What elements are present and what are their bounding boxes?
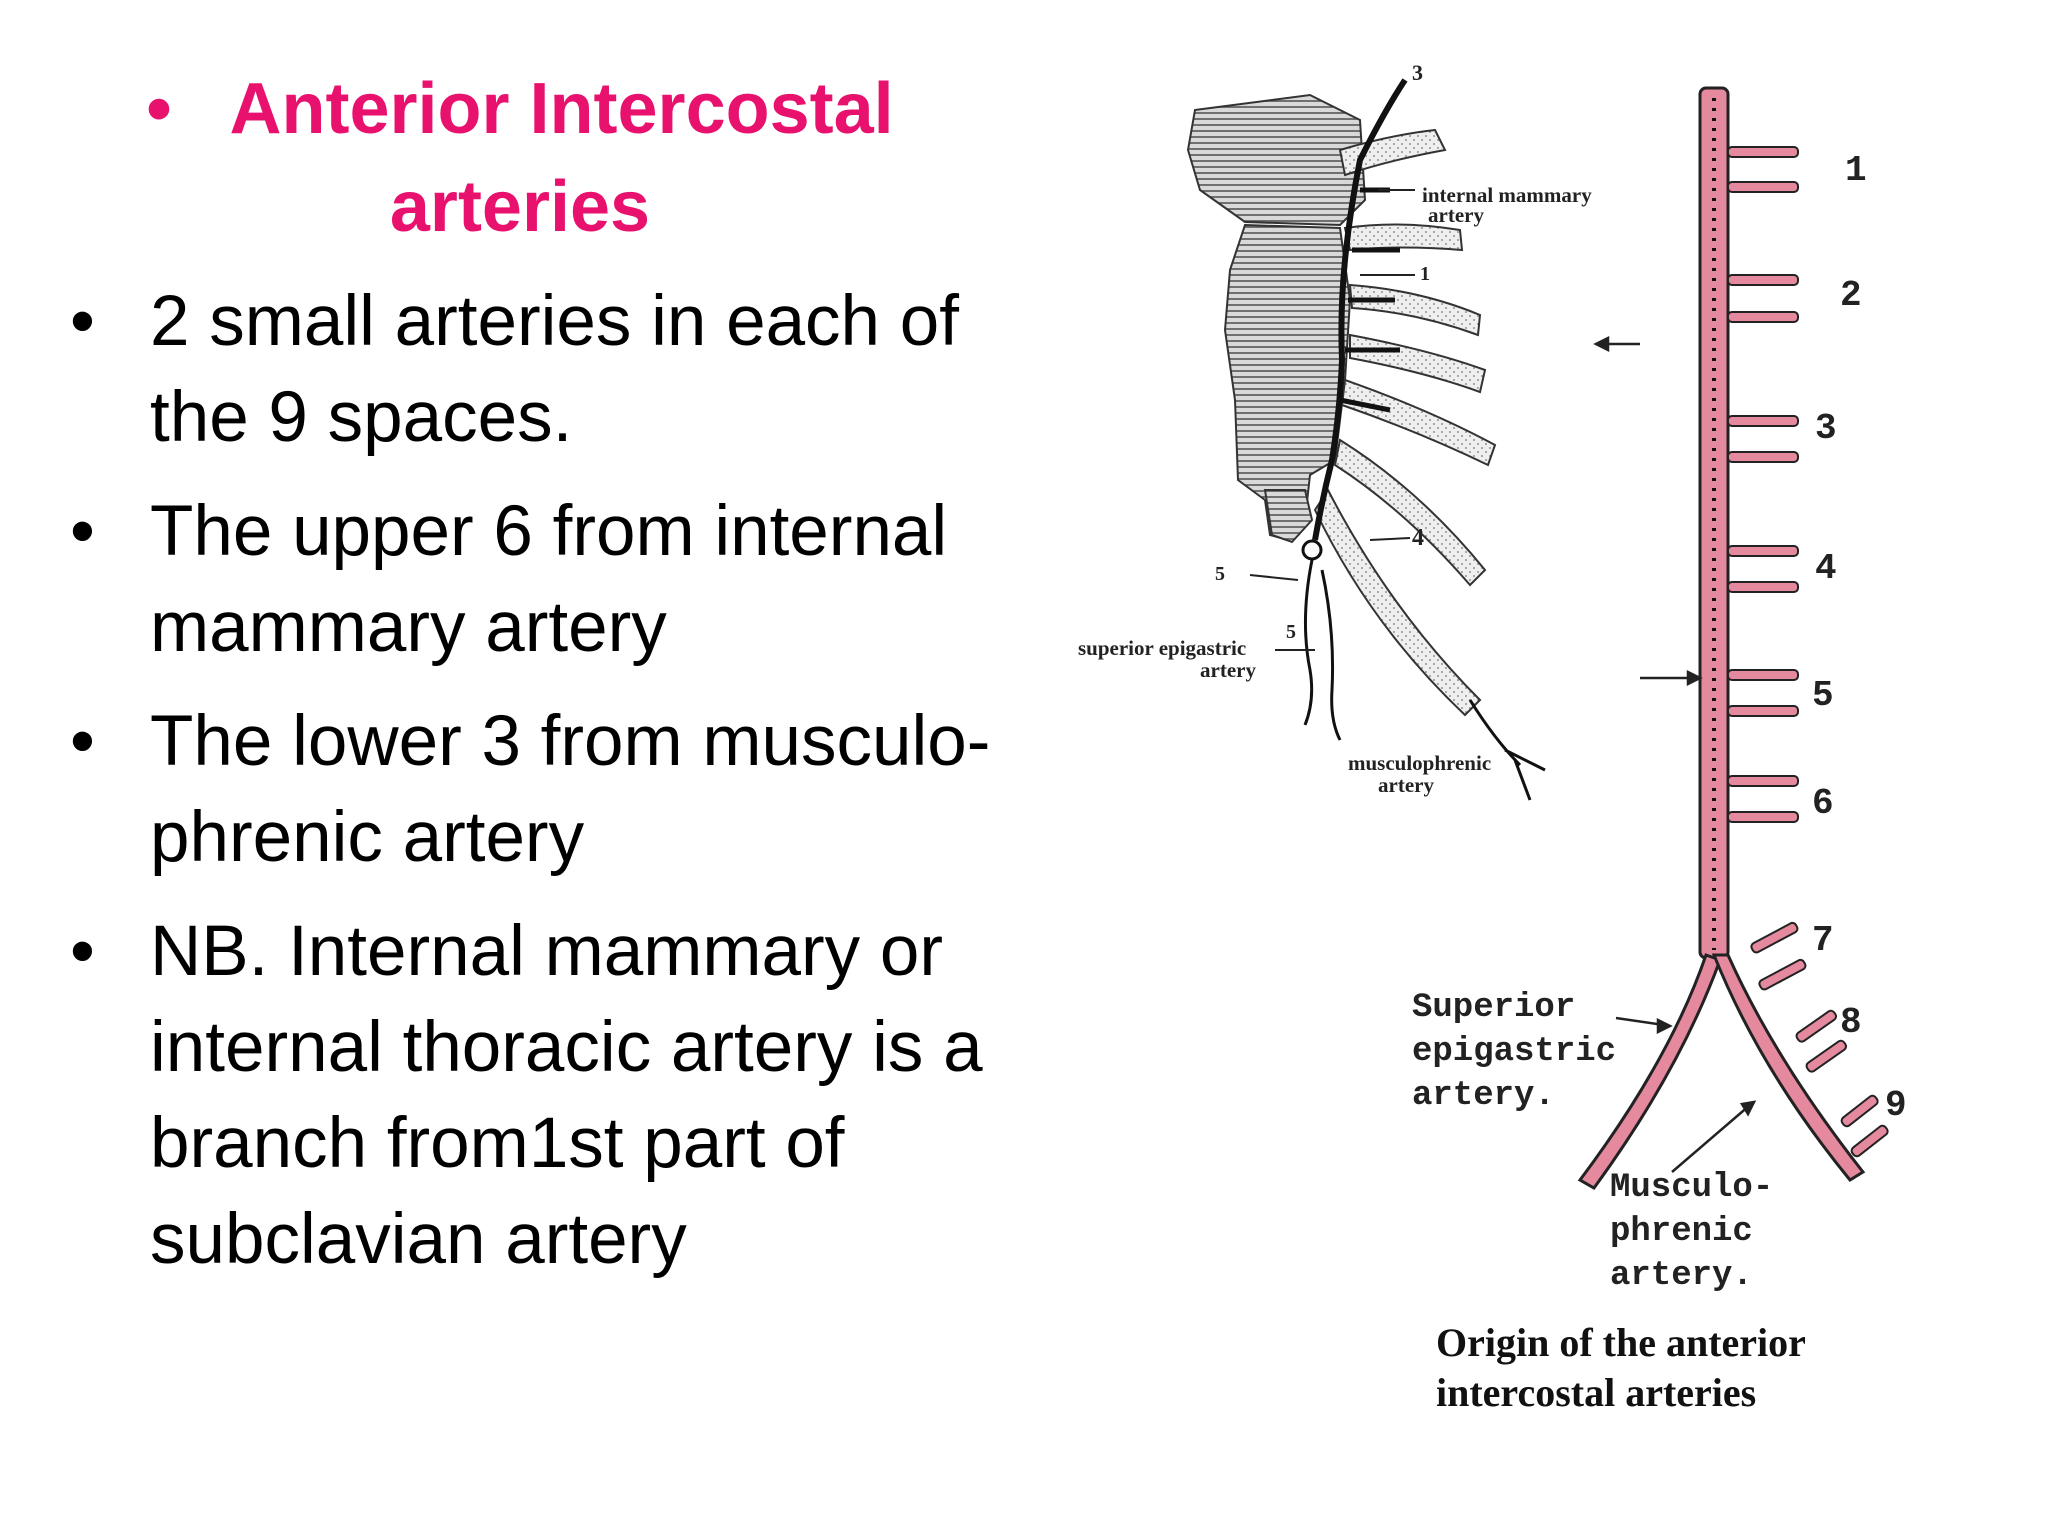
- label-musculo-1: Musculo-: [1610, 1169, 1773, 1207]
- slide-title: • Anterior Intercostal arteries: [20, 60, 1020, 256]
- bullet-line: mammary artery: [150, 588, 667, 667]
- bullet-dot: •: [70, 912, 95, 991]
- space-number-8: 8: [1840, 1002, 1862, 1043]
- manubrium: [1186, 93, 1367, 227]
- label-superior-1: Superior: [1412, 989, 1575, 1027]
- title-line-1: Anterior Intercostal: [229, 69, 894, 149]
- space-number-9: 9: [1885, 1085, 1907, 1126]
- bullet-dot: •: [70, 492, 95, 571]
- space-number-4: 4: [1815, 548, 1837, 589]
- bullet-line: subclavian artery: [150, 1200, 687, 1279]
- label-superior-epigastric-2: artery: [1200, 658, 1256, 682]
- bullet-item: • The lower 3 from musculo- phrenic arte…: [60, 694, 1050, 886]
- label-musculo-3: artery.: [1610, 1257, 1753, 1295]
- bullet-line: NB. Internal mammary or: [150, 912, 944, 991]
- xiphoid: [1263, 489, 1314, 544]
- space-number-6: 6: [1812, 783, 1834, 824]
- marker-1: 1: [1420, 263, 1430, 285]
- label-superior-3: artery.: [1412, 1077, 1555, 1115]
- schematic-diagram: 1 2 3 4 5 6 7 8 9 Superior epigastric ar…: [1412, 86, 1907, 1295]
- bullet-line: internal thoracic artery is a: [150, 1008, 983, 1087]
- bullet-line: 2 small arteries in each of: [150, 282, 959, 361]
- space-numbers: 1 2 3 4 5 6 7 8 9: [1812, 150, 1907, 1126]
- title-bullet: •: [146, 69, 172, 149]
- marker-5b: 5: [1286, 621, 1296, 643]
- label-musculo-2: phrenic: [1610, 1213, 1753, 1251]
- bullet-list: • 2 small arteries in each of the 9 spac…: [60, 274, 1050, 1288]
- marker-3: 3: [1412, 60, 1423, 85]
- label-internal-mammary-2: artery: [1428, 203, 1484, 227]
- bullet-item: • 2 small arteries in each of the 9 spac…: [60, 274, 1050, 466]
- title-line-2: arteries: [389, 167, 651, 247]
- musculophrenic-branch: [1711, 953, 1866, 1182]
- bullet-item: • The upper 6 from internal mammary arte…: [60, 484, 1050, 676]
- space-number-5: 5: [1812, 675, 1834, 716]
- musculophrenic-vessel: [1468, 699, 1546, 801]
- bullet-line: The upper 6 from internal: [150, 492, 948, 571]
- marker-4: 4: [1412, 525, 1424, 551]
- superior-epigastric-branch: [1577, 953, 1722, 1190]
- intercostal-branches: [1727, 146, 1889, 1158]
- space-number-3: 3: [1815, 408, 1837, 449]
- bullet-dot: •: [70, 282, 95, 361]
- space-number-2: 2: [1840, 275, 1862, 316]
- figure-caption: Origin of the anterior intercostal arter…: [1436, 1318, 1896, 1418]
- bullet-line: the 9 spaces.: [150, 378, 573, 457]
- label-internal-mammary-1: internal mammary: [1422, 183, 1592, 207]
- space-number-7: 7: [1812, 920, 1834, 961]
- bullet-line: phrenic artery: [150, 798, 585, 877]
- space-number-1: 1: [1845, 150, 1867, 191]
- label-musculophrenic-2: artery: [1378, 773, 1434, 797]
- anatomy-figure: internal mammary artery 3 1 4 5 5 superi…: [1078, 60, 1907, 1295]
- bullet-dot: •: [70, 702, 95, 781]
- label-superior-2: epigastric: [1412, 1033, 1616, 1071]
- superior-epigastric-vessel: [1303, 559, 1342, 741]
- caption-line-2: intercostal arteries: [1436, 1370, 1757, 1415]
- label-musculophrenic-1: musculophrenic: [1348, 751, 1491, 775]
- text-column: • Anterior Intercostal arteries • 2 small…: [60, 60, 1050, 1306]
- bullet-line: The lower 3 from musculo-: [150, 702, 991, 781]
- caption-line-1: Origin of the anterior: [1436, 1320, 1806, 1365]
- label-superior-epigastric-1: superior epigastric: [1078, 636, 1246, 660]
- bullet-line: branch from1st part of: [150, 1104, 845, 1183]
- sternum-diagram: internal mammary artery 3 1 4 5 5 superi…: [1078, 60, 1592, 801]
- marker-5a: 5: [1215, 563, 1225, 585]
- bullet-item: • NB. Internal mammary or internal thora…: [60, 904, 1050, 1288]
- internal-mammary-vessel: [1312, 78, 1408, 541]
